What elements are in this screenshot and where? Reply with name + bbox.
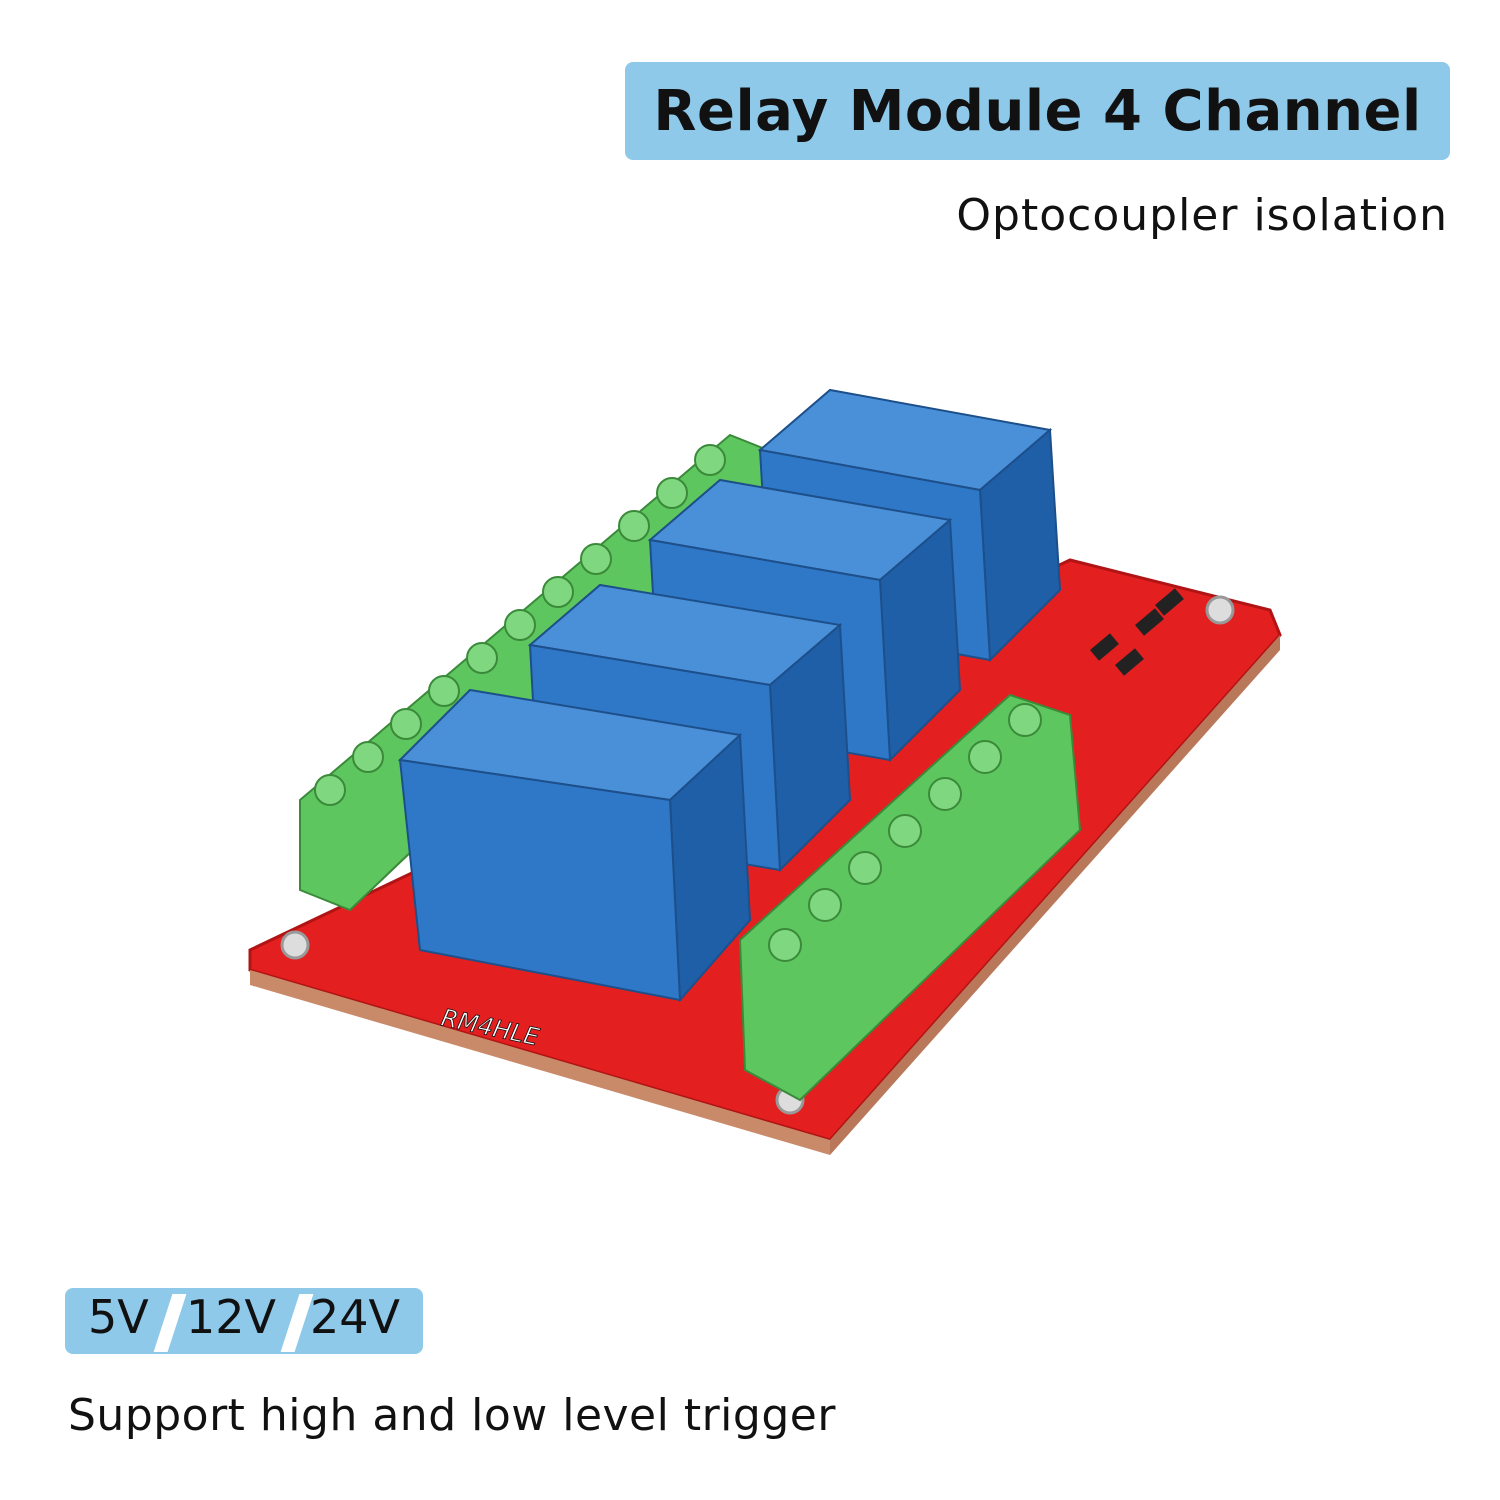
voltage-5v: 5V: [88, 1290, 149, 1344]
voltage-badge: [65, 1288, 423, 1354]
product-title: Relay Module 4 Channel: [653, 78, 1422, 144]
feature-text: Support high and low level trigger: [68, 1390, 836, 1441]
relay-1: [397, 688, 752, 1003]
product-subtitle: Optocoupler isolation: [956, 190, 1448, 241]
title-banner: Relay Module 4 Channel: [625, 62, 1450, 160]
voltage-24v: 24V: [310, 1290, 401, 1344]
relay-module-image: RM4HLE: [248, 388, 1282, 1155]
voltage-12v: 12V: [186, 1290, 277, 1344]
terminal-block-right: [738, 693, 1082, 1102]
